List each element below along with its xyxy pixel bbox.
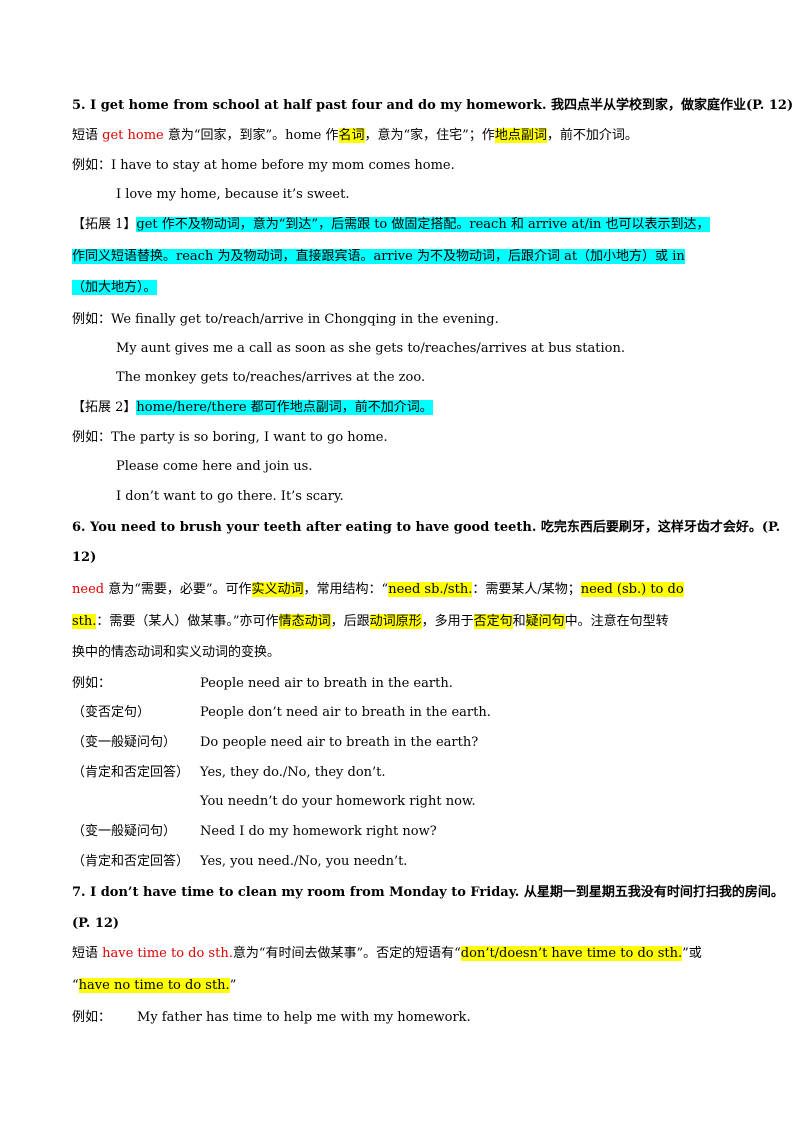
row-tag: （变一般疑问句） (72, 735, 177, 750)
highlight: 动词原形 (369, 614, 422, 629)
example-prefix: 例如： (72, 430, 112, 445)
phrase-red: get home (102, 128, 164, 143)
highlight-cyan: get 作不及物动词，意为“到达”，后需跟 to 做固定搭配。reach 和 a… (136, 217, 710, 232)
section-7-note-2: “have no time to do sth.” (72, 976, 236, 996)
transform-row: （肯定和否定回答） Yes, they do./No, they don’t. (72, 763, 386, 783)
example-prefix: 例如： (72, 312, 112, 327)
extension-1-line3: （加大地方）。 (72, 278, 157, 298)
example-text: We finally get to/reach/arrive in Chongq… (111, 312, 499, 327)
text: ，后跟 (330, 614, 370, 629)
highlight-cyan: home/here/there 都可作地点副词，前不加介词。 (136, 400, 433, 415)
highlight: 情态动词 (278, 614, 331, 629)
highlight: 疑问句 (525, 614, 565, 629)
text: ，常用结构：“ (303, 582, 389, 597)
section-5-note: 短语 get home 意为“回家，到家”。home 作名词，意为“家，住宅”；… (72, 126, 638, 146)
section-7-heading: 7. I don’t have time to clean my room fr… (72, 885, 784, 900)
text: 短语 (72, 128, 103, 143)
example-line: 例如：The party is so boring, I want to go … (72, 428, 388, 448)
extension-1: 【拓展 1】get 作不及物动词，意为“到达”，后需跟 to 做固定搭配。rea… (72, 215, 710, 235)
section-6-note-2: sth.：需要（某人）做某事。”亦可作情态动词，后跟动词原形，多用于否定句和疑问… (72, 612, 669, 632)
transform-row: （变一般疑问句） Need I do my homework right now? (72, 822, 437, 842)
section-6-note-1: need 意为“需要，必要”。可作实义动词，常用结构：“need sb./sth… (72, 580, 684, 600)
row-text: People need air to breath in the earth. (200, 676, 453, 691)
extension-2: 【拓展 2】home/here/there 都可作地点副词，前不加介词。 (72, 398, 433, 418)
example-prefix: 例如： (72, 1010, 112, 1025)
transform-row: You needn’t do your homework right now. (72, 792, 476, 812)
example-line: My aunt gives me a call as soon as she g… (116, 341, 625, 356)
highlight: 名词 (338, 128, 365, 143)
example-text: I have to stay at home before my mom com… (111, 158, 455, 173)
text: ：需要（某人）做某事。”亦可作 (96, 614, 279, 629)
row-text: Yes, they do./No, they don’t. (200, 765, 386, 780)
extension-1-line2: 作同义短语替换。reach 为及物动词，直接跟宾语。arrive 为不及物动词，… (72, 247, 685, 267)
example-line: The monkey gets to/reaches/arrives at th… (116, 370, 426, 385)
text: 意为“有时间去做某事”。否定的短语有“ (232, 946, 461, 961)
text: ：需要某人/某物； (472, 582, 581, 597)
example-prefix: 例如： (72, 158, 112, 173)
row-tag: （变一般疑问句） (72, 824, 177, 839)
example-line: 例如：I have to stay at home before my mom … (72, 156, 455, 176)
highlight: 地点副词 (494, 128, 547, 143)
section-6-note-3: 换中的情态动词和实义动词的变换。 (72, 645, 281, 660)
transform-row: （变否定句） People don’t need air to breath in… (72, 703, 491, 723)
text: ，前不加介词。 (546, 128, 638, 143)
highlight: 实义动词 (251, 582, 304, 597)
text: ” (229, 978, 237, 993)
example-text: The party is so boring, I want to go hom… (111, 430, 388, 445)
section-6-heading-cont: 12) (72, 550, 97, 565)
text: 和 (512, 614, 526, 629)
example-line: I love my home, because it’s sweet. (116, 187, 350, 202)
row-tag: （肯定和否定回答） (72, 854, 190, 869)
highlight: don’t/doesn’t have time to do sth. (460, 946, 683, 961)
transform-row: 例如： People need air to breath in the eart… (72, 674, 453, 694)
highlight: need (sb.) to do (580, 582, 684, 597)
highlight: need sb./sth. (388, 582, 473, 597)
row-tag: （变否定句） (72, 705, 151, 720)
text: “ (72, 978, 79, 993)
transform-row: （变一般疑问句） Do people need air to breath in … (72, 733, 478, 753)
phrase-red: have time to do sth. (102, 946, 233, 961)
text: 意为“需要，必要”。可作 (104, 582, 252, 597)
highlight-cyan: （加大地方）。 (72, 280, 157, 295)
row-text: People don’t need air to breath in the e… (200, 705, 491, 720)
section-7-note-1: 短语 have time to do sth.意为“有时间去做某事”。否定的短语… (72, 944, 702, 964)
phrase-red: need (72, 582, 105, 597)
example-line: Please come here and join us. (116, 459, 313, 474)
row-text: Need I do my homework right now? (200, 824, 437, 839)
row-text: Yes, you need./No, you needn’t. (200, 854, 408, 869)
highlight: sth. (72, 614, 97, 629)
example-text: My father has time to help me with my ho… (137, 1010, 471, 1025)
text: 意为“回家，到家”。home 作 (163, 128, 339, 143)
text: 短语 (72, 946, 103, 961)
example-line: 例如： My father has time to help me with my… (72, 1008, 471, 1028)
extension-label: 【拓展 2】 (72, 400, 137, 415)
section-6-heading: 6. You need to brush your teeth after ea… (72, 520, 781, 535)
row-text: Do people need air to breath in the eart… (200, 735, 479, 750)
highlight: 否定句 (473, 614, 513, 629)
text: ，意为“家，住宅”；作 (364, 128, 495, 143)
transform-row: （肯定和否定回答） Yes, you need./No, you needn’t. (72, 852, 407, 872)
text: ，多用于 (421, 614, 474, 629)
row-tag: （肯定和否定回答） (72, 765, 190, 780)
highlight-cyan: 作同义短语替换。reach 为及物动词，直接跟宾语。arrive 为不及物动词，… (72, 249, 685, 264)
section-5-heading: 5. I get home from school at half past f… (72, 98, 794, 113)
example-line: I don’t want to go there. It’s scary. (116, 489, 344, 504)
row-text: You needn’t do your homework right now. (200, 794, 476, 809)
highlight: have no time to do sth. (78, 978, 230, 993)
text: 中。注意在句型转 (564, 614, 669, 629)
text: ”或 (682, 946, 702, 961)
section-7-heading-cont: (P. 12) (72, 916, 120, 931)
extension-label: 【拓展 1】 (72, 217, 137, 232)
example-line: 例如：We finally get to/reach/arrive in Cho… (72, 310, 499, 330)
row-tag: 例如： (72, 676, 112, 691)
